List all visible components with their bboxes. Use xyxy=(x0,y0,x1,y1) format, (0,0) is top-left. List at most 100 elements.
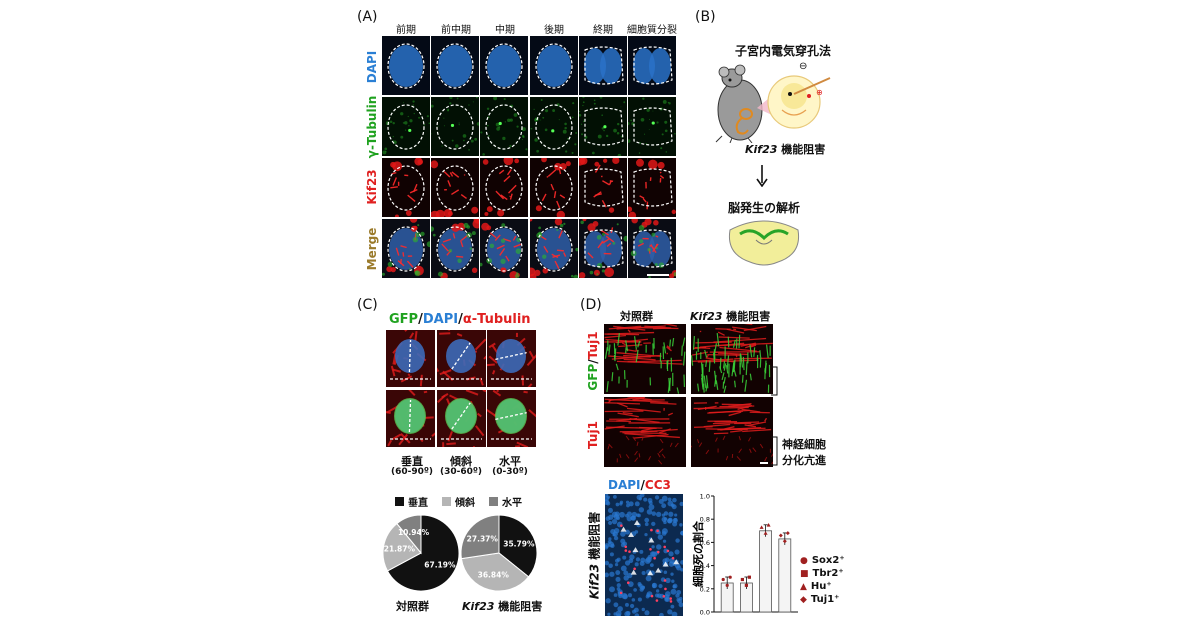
pie-chart-control: 67.19%21.87%10.94% xyxy=(382,514,460,592)
micrograph-tile xyxy=(431,36,480,95)
micrograph-tile xyxy=(578,219,627,278)
y-tick-label: 0.4 xyxy=(700,562,710,570)
row-label-gfp-tuj1: GFP/Tuj1 xyxy=(586,326,600,396)
legend-label-vertical: 垂直 xyxy=(408,498,428,509)
micrograph-tile xyxy=(480,219,529,278)
micrograph-tile xyxy=(529,219,578,278)
data-point xyxy=(766,523,771,527)
pie-label-gene: Kif23 xyxy=(462,600,495,613)
pie-slice-label: 36.84% xyxy=(478,570,510,579)
panel-d-label: (D) xyxy=(580,297,602,313)
data-point xyxy=(782,539,787,544)
stain-dapi: DAPI xyxy=(422,312,459,327)
y-tick-label: 0.2 xyxy=(700,585,710,593)
col-header-metaphase: 中期 xyxy=(495,25,515,36)
col-header-text: 機能阻害 xyxy=(722,310,771,323)
col-header-control: 対照群 xyxy=(620,310,653,323)
bar xyxy=(759,530,772,613)
stain-slash-2: / xyxy=(458,312,463,327)
data-point xyxy=(728,575,732,579)
pie-slice xyxy=(386,514,460,592)
spindle-tile xyxy=(487,330,536,387)
micrograph-tile xyxy=(382,97,430,156)
pie-slice xyxy=(396,514,422,555)
row-label-kif23: Kif23 xyxy=(365,169,379,205)
pie-chart-kif23-knockdown: 35.79%36.84%27.37% xyxy=(460,514,538,592)
micrograph-tile xyxy=(628,36,676,95)
col-header-anaphase: 後期 xyxy=(544,25,564,36)
brain-analysis-label: 脳発生の解析 xyxy=(728,201,801,215)
data-point xyxy=(785,531,790,536)
pie-legend-item-oblique: 傾斜 xyxy=(442,494,475,509)
pie-label-text: 機能阻害 xyxy=(494,600,543,613)
orientation-horizontal-range: (0-30º) xyxy=(492,467,528,477)
data-point xyxy=(778,533,783,538)
minus-electrode-symbol: ⊖ xyxy=(799,61,808,72)
data-point xyxy=(744,583,748,587)
orientation-vertical-range: (60-90º) xyxy=(390,467,434,477)
pie-slice-label: 67.19% xyxy=(424,560,456,569)
mouse-electroporation-illustration xyxy=(715,64,831,143)
y-tick-label: 0.0 xyxy=(700,609,710,617)
bar-legend-item: ◆Tuj1⁺ xyxy=(800,594,845,605)
micrograph-tile xyxy=(628,97,676,156)
legend-swatch-horizontal xyxy=(489,497,498,506)
bar-legend-label: Tuj1⁺ xyxy=(810,594,840,605)
data-point xyxy=(759,525,764,529)
micrograph-tile xyxy=(431,97,480,156)
stain-alpha-tubulin: α-Tubulin xyxy=(462,312,531,327)
micrograph-tile xyxy=(529,97,578,156)
spindle-tile xyxy=(436,330,486,387)
bar-legend-label: Sox2⁺ xyxy=(811,555,845,566)
micrograph-tile xyxy=(382,158,430,217)
row-label-tuj1-a: Tuj1 xyxy=(586,331,600,360)
pie-slice xyxy=(382,522,422,572)
panel-c-image-grid xyxy=(386,330,536,448)
spindle-tile xyxy=(436,390,486,447)
knockdown-caption: Kif23 機能阻害 xyxy=(745,141,825,157)
bar xyxy=(778,538,792,613)
data-point xyxy=(740,577,744,582)
cortex-section-tile xyxy=(604,324,686,394)
panel-a-label: (A) xyxy=(357,9,378,25)
micrograph-tile xyxy=(431,219,480,278)
dapi-cc3-slash: / xyxy=(640,478,645,492)
micrograph-tile xyxy=(382,219,430,278)
pie-slice-label: 10.94% xyxy=(398,528,430,537)
micrograph-tile xyxy=(480,158,529,217)
micrograph-tile xyxy=(382,36,430,95)
pie-legend: 垂直 傾斜 水平 xyxy=(395,494,522,509)
pie-legend-item-horizontal: 水平 xyxy=(489,494,522,509)
bar-legend-label: Hu⁺ xyxy=(810,581,832,592)
pie-slice-label: 27.37% xyxy=(467,535,499,544)
panel-c-label: (C) xyxy=(357,297,378,313)
y-tick-label: 0.8 xyxy=(700,516,710,524)
y-tick-label: 1.0 xyxy=(700,493,710,501)
row-label-slash: / xyxy=(586,359,600,364)
plus-electrode-symbol: ⊕ xyxy=(816,88,823,97)
data-point xyxy=(763,531,768,535)
micrograph-tile xyxy=(578,158,627,217)
bar-legend-marker: ■ xyxy=(800,568,809,579)
bar-legend-label: Tbr2⁺ xyxy=(812,568,844,579)
data-point xyxy=(747,575,751,579)
y-axis-label: 細胞死の割合 xyxy=(691,520,705,587)
micrograph-tile xyxy=(628,219,676,278)
panel-d-image-grid xyxy=(604,324,774,468)
cortex-section-tile xyxy=(691,397,773,467)
scale-bar xyxy=(647,274,669,276)
legend-swatch-oblique xyxy=(442,497,451,506)
bar-legend-marker: ● xyxy=(800,555,808,566)
col-header-kif23-knockdown: Kif23 機能阻害 xyxy=(690,308,770,324)
gene-name-kif23: Kif23 xyxy=(745,143,778,156)
data-point xyxy=(721,577,725,582)
cc3-title: CC3 xyxy=(644,478,671,492)
pie-legend-item-vertical: 垂直 xyxy=(395,494,428,509)
spindle-tile xyxy=(386,390,435,447)
micrograph-tile xyxy=(529,36,578,95)
side-label-gene: Kif23 xyxy=(587,563,602,600)
spindle-tile xyxy=(386,330,435,387)
micrograph-tile xyxy=(480,97,529,156)
data-point xyxy=(725,583,729,587)
panel-b-label: (B) xyxy=(695,9,716,25)
